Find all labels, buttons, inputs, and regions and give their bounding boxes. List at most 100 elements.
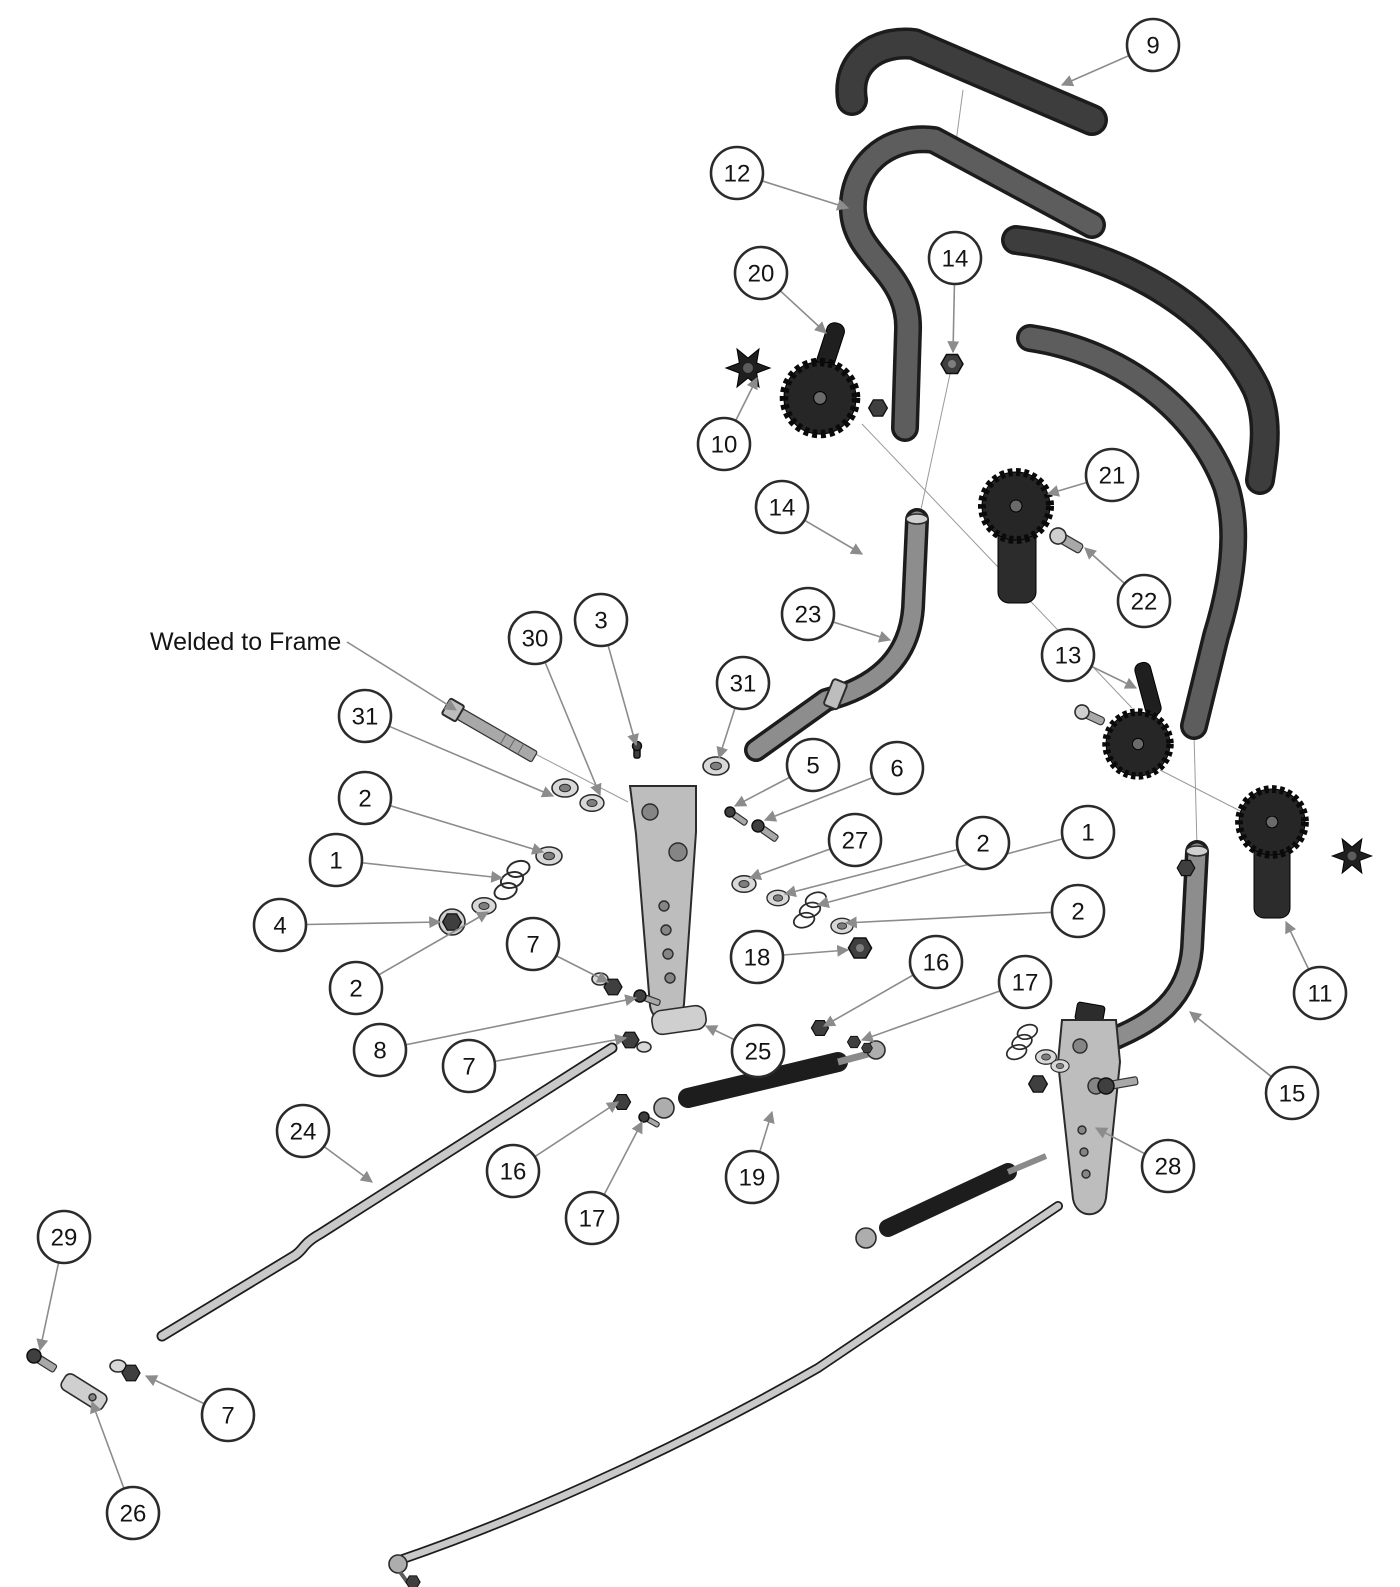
svg-text:13: 13 (1055, 643, 1082, 670)
part-link-19 (653, 1040, 886, 1119)
svg-text:26: 26 (120, 1501, 147, 1528)
callout-balloon-24: 24 (275, 1103, 331, 1159)
callout-balloon-5: 5 (785, 737, 841, 793)
callout-balloon-16: 16 (485, 1143, 541, 1199)
callout-balloon-3: 3 (573, 592, 629, 648)
part-rod-24 (156, 1042, 618, 1342)
callout-balloon-12: 12 (709, 145, 765, 201)
callout-leader-2 (364, 797, 545, 855)
callout-balloon-21: 21 (1084, 447, 1140, 503)
callout-balloon-11: 11 (1292, 965, 1348, 1021)
callout-balloon-2: 2 (955, 815, 1011, 871)
svg-text:20: 20 (748, 261, 775, 288)
callout-balloon-23: 23 (780, 586, 836, 642)
part-bolt-6 (751, 819, 779, 842)
callout-balloon-15: 15 (1264, 1065, 1320, 1121)
welded-to-frame-leader (346, 641, 458, 711)
callout-leader-17 (860, 981, 1026, 1043)
svg-text:19: 19 (739, 1165, 766, 1192)
callout-balloon-7: 7 (505, 916, 561, 972)
part-pivot-25 (633, 989, 707, 1036)
part-tube-15 (1082, 840, 1209, 1060)
callout-leader-1 (816, 831, 1089, 908)
part-bracket-plate (628, 785, 697, 1023)
svg-text:5: 5 (806, 753, 819, 780)
part-stud-17-right (846, 1035, 873, 1054)
part-nut-7-lower (620, 1031, 652, 1053)
part-nut-below-tube (868, 399, 888, 417)
callout-balloon-2: 2 (1050, 883, 1106, 939)
callout-balloon-2: 2 (337, 770, 393, 826)
svg-text:14: 14 (769, 495, 796, 522)
svg-text:2: 2 (358, 786, 371, 813)
part-bolt-29 (26, 1348, 58, 1373)
svg-text:6: 6 (890, 756, 903, 783)
svg-text:14: 14 (942, 246, 969, 273)
svg-text:18: 18 (744, 945, 771, 972)
svg-text:1: 1 (1081, 820, 1094, 847)
svg-text:1: 1 (329, 848, 342, 875)
callout-balloon-31: 31 (337, 688, 393, 744)
callout-balloon-20: 20 (733, 245, 789, 301)
part-nut-16-left (612, 1093, 632, 1111)
callout-balloon-14: 14 (754, 479, 810, 535)
svg-text:10: 10 (711, 432, 738, 459)
part-bolt-5 (724, 806, 748, 826)
part-stud-3 (631, 740, 643, 759)
svg-text:31: 31 (352, 704, 379, 731)
svg-text:28: 28 (1155, 1154, 1182, 1181)
part-left-washer-spring-stack (471, 846, 563, 916)
callout-balloon-19: 19 (724, 1149, 780, 1205)
svg-text:7: 7 (526, 932, 539, 959)
svg-text:21: 21 (1099, 463, 1126, 490)
callout-balloon-16: 16 (908, 934, 964, 990)
part-bracket-28 (998, 1001, 1139, 1216)
svg-text:30: 30 (522, 626, 549, 653)
callout-leader-2 (783, 842, 984, 898)
part-right-washer-spring-stack (702, 756, 873, 959)
part-handlebar-12 (838, 125, 1106, 442)
svg-text:16: 16 (500, 1159, 527, 1186)
part-nut-16-right (810, 1019, 830, 1037)
callout-balloon-28: 28 (1140, 1138, 1196, 1194)
part-flange-nut-4 (438, 908, 466, 936)
callout-leader-1 (335, 859, 504, 883)
callout-balloon-29: 29 (36, 1209, 92, 1265)
callout-balloon-7: 7 (200, 1387, 256, 1443)
callout-leader-8 (379, 994, 638, 1051)
svg-text:22: 22 (1131, 589, 1158, 616)
svg-text:31: 31 (730, 671, 757, 698)
callout-balloon-17: 17 (997, 954, 1053, 1010)
part-gear-arm-11 (1239, 789, 1373, 919)
callout-balloon-1: 1 (308, 832, 364, 888)
callout-leader-2 (844, 910, 1079, 929)
callout-balloon-1: 1 (1060, 804, 1116, 860)
callout-balloon-17: 17 (564, 1190, 620, 1246)
part-right-handlebar-upper (1001, 225, 1280, 495)
svg-text:3: 3 (594, 608, 607, 635)
part-pin-22 (1049, 527, 1084, 554)
callout-balloon-8: 8 (352, 1022, 408, 1078)
part-nut-14-upper (940, 353, 964, 375)
part-upper-handle-9 (835, 27, 1108, 136)
svg-text:24: 24 (290, 1119, 317, 1146)
callout-balloon-14: 14 (927, 230, 983, 286)
callout-balloon-4: 4 (252, 897, 308, 953)
callout-leader-30 (534, 637, 602, 797)
callout-balloon-13: 13 (1040, 627, 1096, 683)
svg-text:25: 25 (745, 1039, 772, 1066)
callout-balloon-22: 22 (1116, 573, 1172, 629)
svg-text:2: 2 (1071, 899, 1084, 926)
part-tube-23 (744, 508, 929, 762)
svg-text:27: 27 (842, 828, 869, 855)
part-nut-7-clevis (109, 1359, 141, 1382)
part-clevis-26 (60, 1373, 108, 1411)
part-star-knob-10 (725, 348, 771, 388)
callout-balloon-27: 27 (827, 812, 883, 868)
part-rod-bottom (388, 1201, 1063, 1587)
callout-balloon-6: 6 (869, 740, 925, 796)
svg-text:15: 15 (1279, 1081, 1306, 1108)
